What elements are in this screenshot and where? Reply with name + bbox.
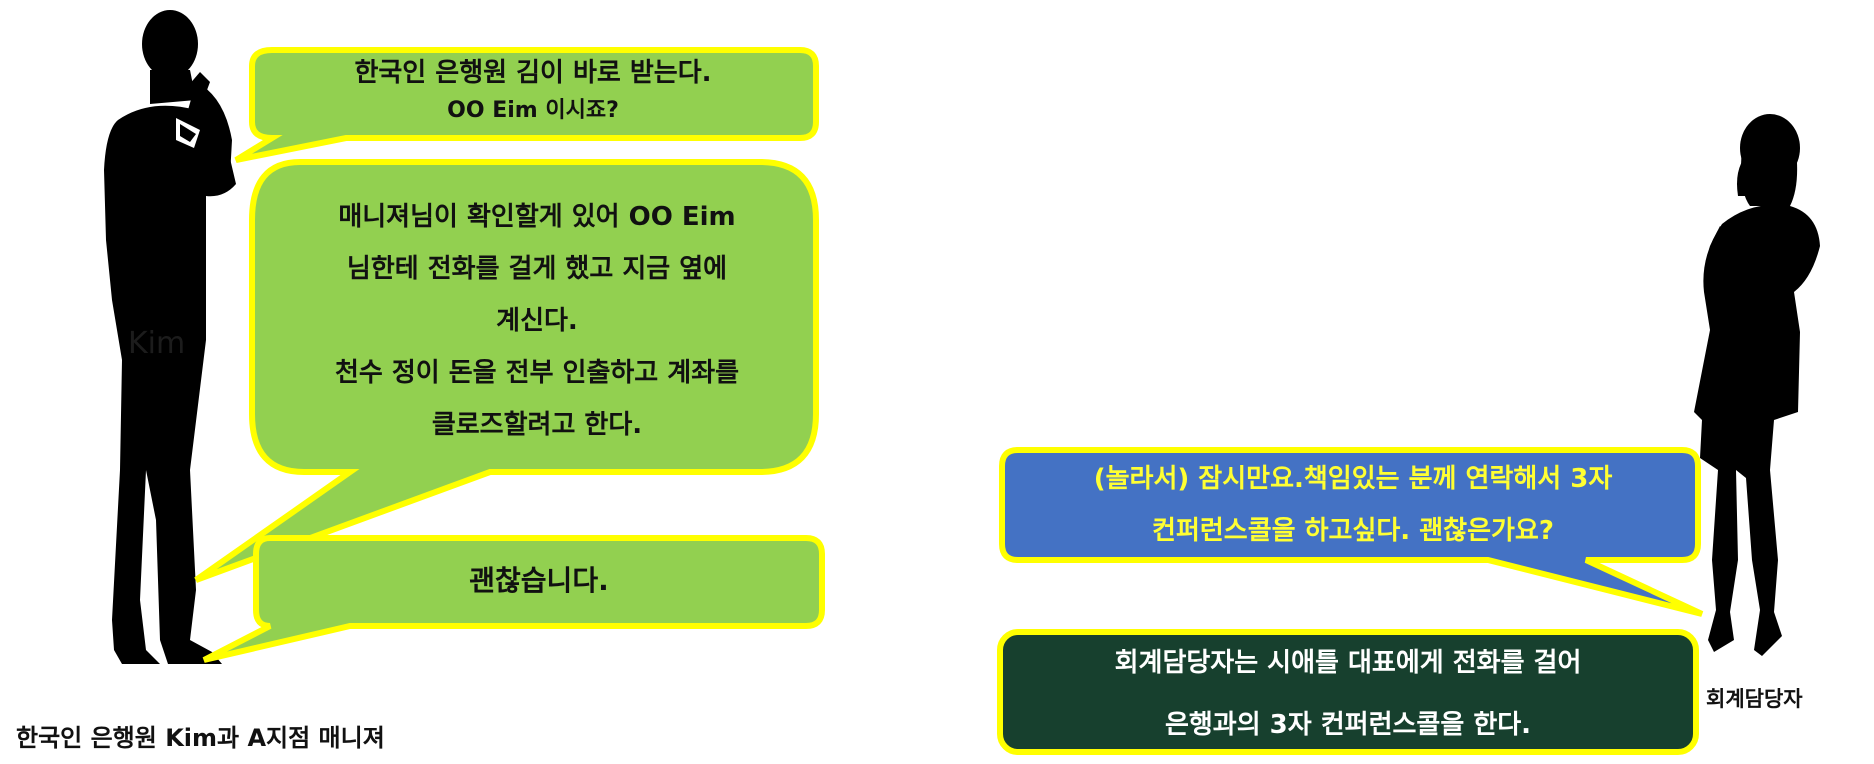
greeting-line-2: OO Eim 이시죠? xyxy=(447,98,619,123)
request-line-2: 컨퍼런스콜을 하고싶다. 괜찮은가요? xyxy=(1152,515,1554,546)
explanation-line-4: 천수 정이 돈을 전부 인출하고 계좌를 xyxy=(334,358,740,388)
explanation-line-1: 매니져님이 확인할게 있어 OO Eim xyxy=(338,202,736,232)
greeting-bubble xyxy=(234,47,819,163)
ok-line: 괜찮습니다. xyxy=(469,564,609,597)
greeting-text: 한국인 은행원 김이 바로 받는다. OO Eim 이시죠? xyxy=(258,52,808,132)
explanation-line-2: 님한테 전화를 걸게 했고 지금 옆에 xyxy=(346,254,728,284)
accountant-silhouette xyxy=(1694,114,1820,657)
bank-clerk-silhouette xyxy=(104,10,236,664)
explanation-line-5: 클로즈할려고 한다. xyxy=(431,410,643,440)
greeting-line-1: 한국인 은행원 김이 바로 받는다. xyxy=(354,58,712,88)
request-line-1: (놀라서) 잠시만요.책임있는 분께 연락해서 3자 xyxy=(1093,463,1613,494)
kim-name-tag: Kim xyxy=(128,326,186,361)
narration-box xyxy=(997,629,1699,755)
accountant-caption: 회계담당자 xyxy=(1706,687,1803,711)
request-bubble xyxy=(999,447,1704,617)
ok-text: 괜찮습니다. xyxy=(264,544,814,614)
ok-bubble xyxy=(202,535,825,663)
explanation-text: 매니져님이 확인할게 있어 OO Eim 님한테 전화를 걸게 했고 지금 옆에… xyxy=(262,186,812,456)
bank-clerk-caption: 한국인 은행원 Kim과 A지점 매니져 xyxy=(16,724,385,752)
narration-line-2: 은행과의 3자 컨퍼런스콜을 한다. xyxy=(1164,710,1532,740)
narration-line-1: 회계담당자는 시애틀 대표에게 전화를 걸어 xyxy=(1114,648,1582,678)
explanation-line-3: 계신다. xyxy=(496,306,578,336)
explanation-bubble xyxy=(194,159,819,583)
request-text: (놀라서) 잠시만요.책임있는 분께 연락해서 3자 컨퍼런스콜을 하고싶다. … xyxy=(1010,452,1696,557)
narration-text: 회계담당자는 시애틀 대표에게 전화를 걸어 은행과의 3자 컨퍼런스콜을 한다… xyxy=(1004,636,1692,752)
